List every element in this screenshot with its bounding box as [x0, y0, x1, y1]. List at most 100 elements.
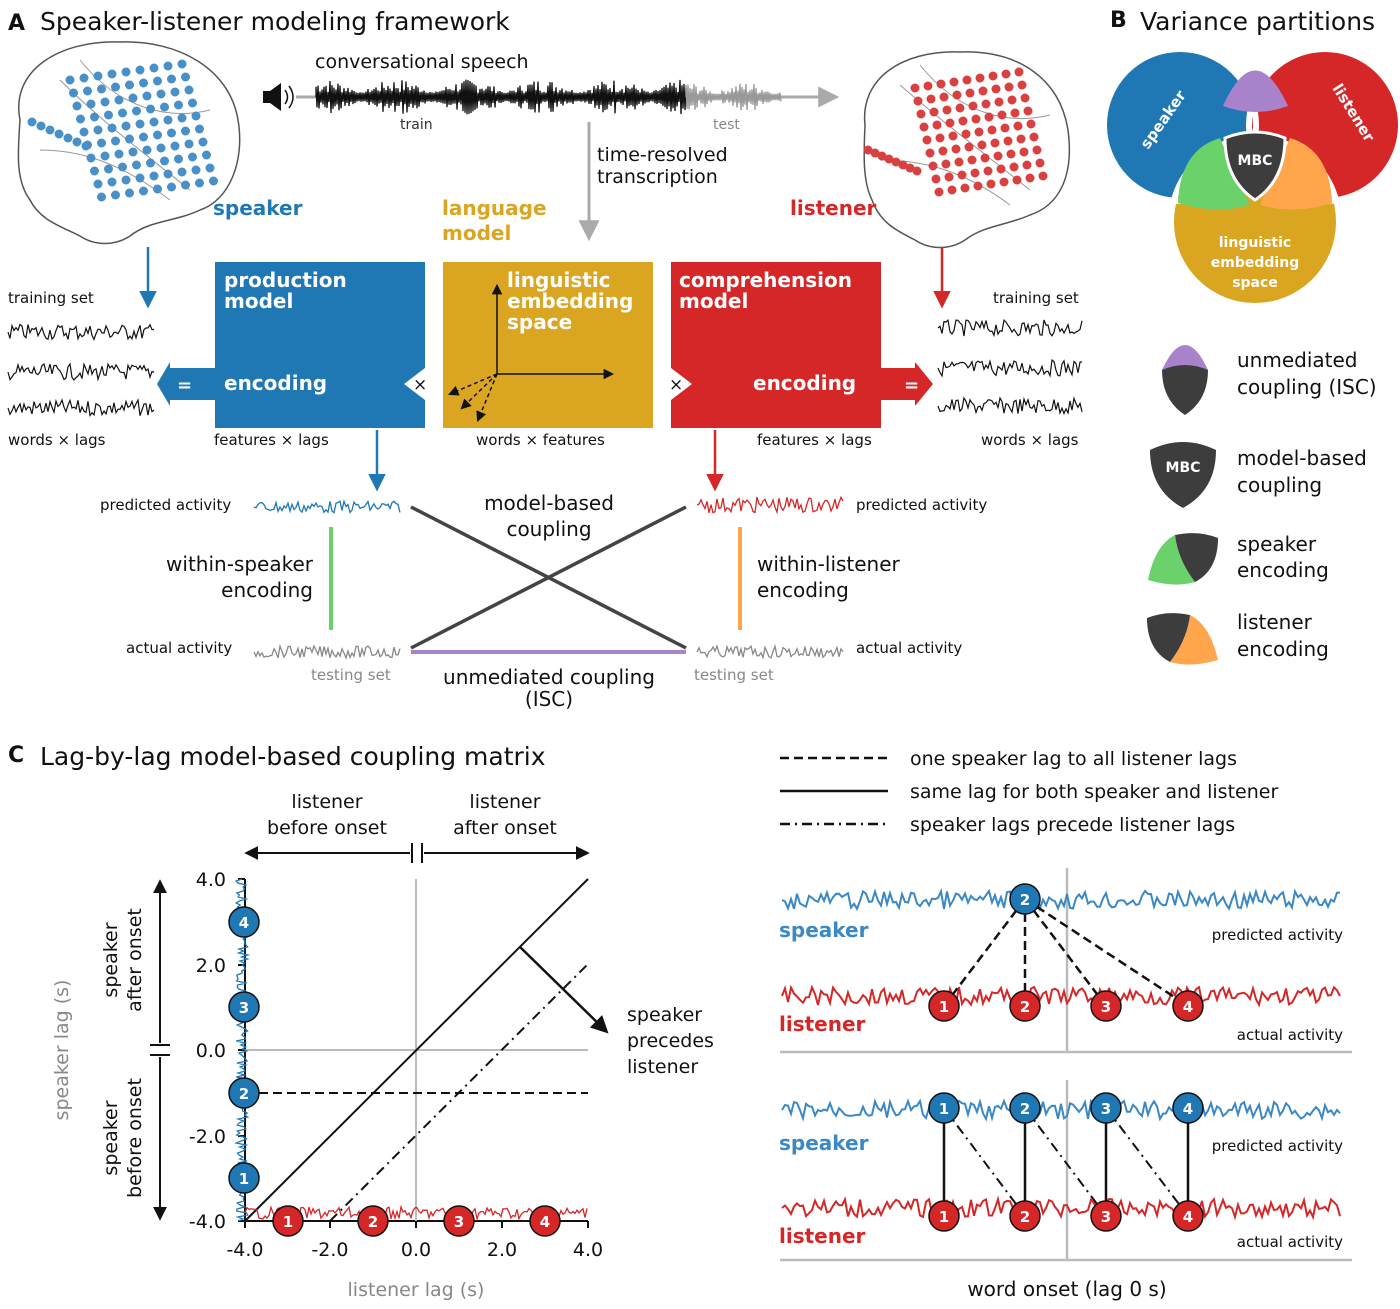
embedding-axes-icon — [448, 283, 615, 422]
speaker-electrode — [81, 141, 91, 151]
listener-electrode — [928, 161, 938, 171]
venn-isc-region — [1223, 70, 1288, 112]
listener-electrode — [948, 131, 958, 141]
dashdot-connector — [1024, 1107, 1107, 1217]
predicted-activity-right: predicted activity — [856, 496, 987, 514]
listener-electrode — [945, 118, 955, 128]
test-label: test — [713, 117, 740, 133]
speaker-electrode — [181, 72, 190, 82]
speaker-electrode — [97, 84, 106, 94]
listener-after-1: listener — [469, 791, 540, 813]
speaker-electrode — [118, 162, 127, 172]
legend-unmediated: unmediated coupling (ISC) — [1162, 345, 1377, 415]
speaker-electrode — [132, 106, 141, 116]
listener-electrode — [910, 83, 920, 93]
panel-c-letter: C — [8, 743, 24, 768]
model-based-line-2 — [410, 505, 687, 650]
listener-electrode — [971, 114, 981, 124]
listener-electrode — [955, 103, 965, 113]
matrix-listener-trace — [244, 1204, 588, 1222]
speaker-lag-node-label: 2 — [1020, 891, 1030, 909]
speech-label: conversational speech — [315, 51, 529, 73]
speaker-electrode — [111, 136, 120, 146]
listener-electrode — [952, 90, 962, 100]
speaker-electrode — [107, 177, 117, 187]
speaker-electrode — [69, 88, 78, 98]
speaker-electrode — [177, 167, 187, 177]
speaker-electrode — [188, 98, 197, 108]
training-trace — [7, 362, 155, 382]
speaker-electrode — [174, 100, 183, 110]
speaker-electrode — [149, 117, 159, 127]
speaker-electrode — [76, 114, 85, 124]
speaker-electrode — [202, 150, 211, 160]
x-tick-label: 0.0 — [401, 1239, 431, 1261]
speaker-electrode — [135, 173, 145, 183]
listener-lag-node — [928, 990, 960, 1022]
listener-lag-node — [1009, 990, 1041, 1022]
speaker-electrode — [177, 59, 187, 69]
listener-electrode — [990, 138, 1000, 148]
speaker-electrode — [156, 143, 166, 153]
listener-electrode — [974, 127, 984, 137]
speaker-electrode — [160, 156, 169, 166]
trace-bottom-predicted: predicted activity — [1212, 1137, 1343, 1155]
production-label-1: production — [224, 268, 347, 292]
trace-connectors — [942, 897, 1190, 1217]
listener-lag-node — [928, 1200, 960, 1232]
speaker-before-1: speaker — [100, 1100, 122, 1175]
speaker-electrode — [27, 117, 37, 127]
listener-electrode — [960, 183, 970, 193]
listener-electrode — [931, 174, 941, 184]
speaker-lag-node — [228, 991, 260, 1023]
unmediated-2: (ISC) — [525, 687, 573, 711]
listener-electrode — [912, 166, 922, 176]
comprehension-model-box: comprehension model encoding = — [671, 262, 933, 428]
linguistic-label-1: linguistic — [507, 268, 611, 292]
speaker-lag-node — [928, 1092, 960, 1124]
listener-electrode — [1035, 158, 1045, 168]
legend-dashed-text: one speaker lag to all listener lags — [910, 748, 1237, 770]
dashdot-connector — [943, 1107, 1026, 1217]
speaker-lag-node-label: 1 — [939, 1100, 949, 1118]
legend-mbc-1: model-based — [1237, 446, 1367, 470]
listener-lag-node — [1090, 990, 1122, 1022]
speaker-electrode — [167, 182, 176, 192]
venn-speaker-encoding-region — [1178, 138, 1250, 210]
comprehension-label-2: model — [679, 289, 748, 313]
predicted-activity-left: predicted activity — [100, 496, 231, 514]
speaker-after-1: speaker — [100, 922, 122, 997]
speaker-electrode — [163, 115, 173, 125]
listener-electrode — [954, 157, 964, 167]
speaker-electrode — [181, 126, 190, 136]
listener-lag-node — [272, 1205, 304, 1237]
unmediated-1: unmediated coupling — [443, 665, 655, 689]
y-tick-label: 4.0 — [196, 869, 226, 891]
speaker-electrode — [104, 110, 113, 120]
speaker-electrode — [121, 121, 131, 131]
speaker-electrode — [174, 154, 183, 164]
dashed-connector — [943, 898, 1026, 1007]
speaker-electrode — [139, 132, 148, 142]
legend-dashdot-text: speaker lags precede listener lags — [910, 814, 1235, 836]
training-trace — [937, 318, 1083, 338]
speaker-electrode — [118, 108, 127, 118]
training-set-left: training set — [8, 289, 94, 307]
venn-listener-encoding-region — [1260, 138, 1332, 210]
comprehension-label-1: comprehension — [679, 268, 852, 292]
listener-label: listener — [790, 196, 877, 220]
training-trace — [937, 396, 1083, 416]
listener-electrode — [957, 170, 967, 180]
listener-electrode — [870, 148, 880, 158]
listener-electrode — [997, 110, 1007, 120]
speaker-electrode — [170, 141, 180, 151]
listener-electrode — [996, 164, 1006, 174]
speaker-electrode — [45, 125, 55, 135]
listener-electrode — [968, 101, 978, 111]
listener-electrode — [941, 159, 951, 169]
speaker-electrode — [146, 158, 155, 168]
legend-mbc-icon-text: MBC — [1166, 460, 1201, 476]
trace-top-actual: actual activity — [1237, 1026, 1343, 1044]
